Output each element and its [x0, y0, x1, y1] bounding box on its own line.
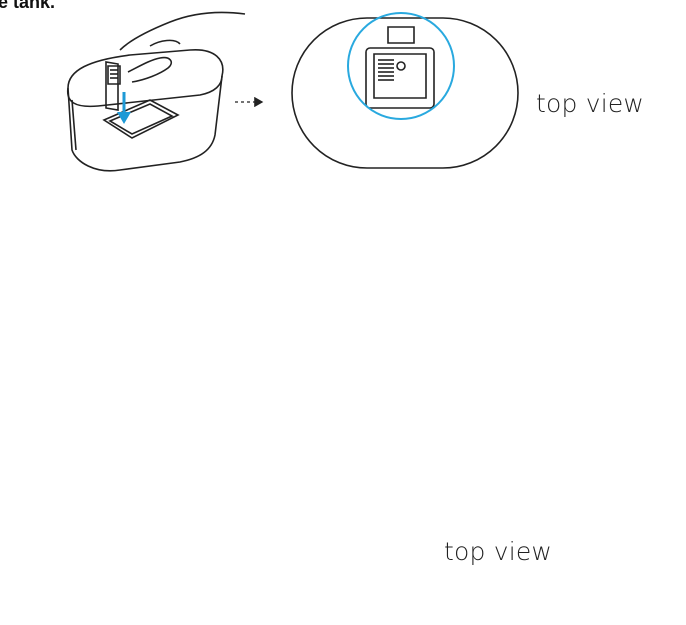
- top-view-tank-1: [292, 18, 518, 168]
- arrow-down-icon: [117, 92, 131, 124]
- step-heading-fragment: e tank.: [0, 0, 56, 12]
- hand-icon: [120, 12, 245, 82]
- top-view-caption-2: top view: [444, 537, 553, 566]
- step1-insert-illustration: [68, 12, 245, 170]
- top-view-caption-1: top view: [536, 89, 645, 118]
- highlight-circle-1: [348, 13, 454, 119]
